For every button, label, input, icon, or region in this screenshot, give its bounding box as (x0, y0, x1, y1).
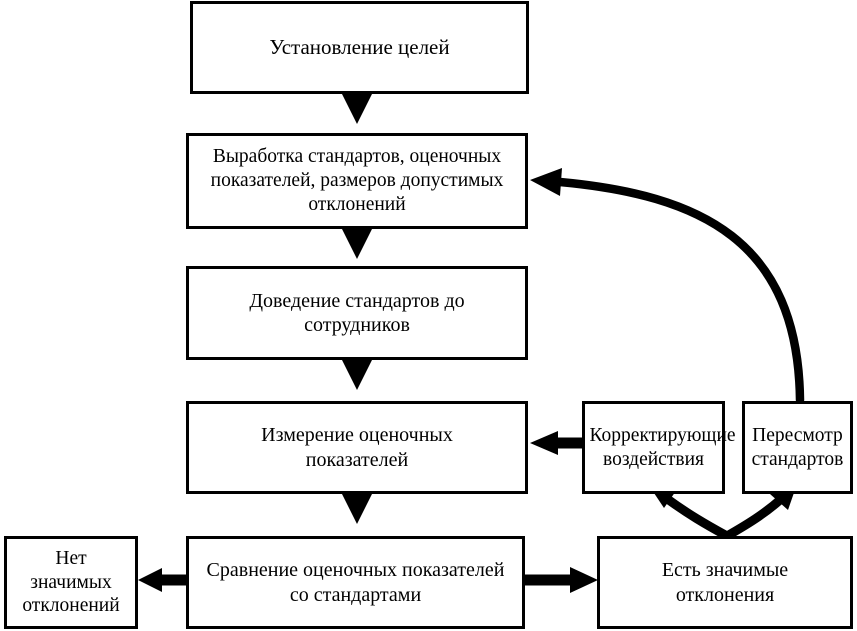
arrow-corrective-to-measure (530, 431, 582, 455)
node-compare: Сравнение оценочных показателей со станд… (186, 536, 525, 629)
arrow-compare-to-deviation (525, 567, 598, 593)
node-communicate: Доведение стандартов до сотрудников (186, 266, 528, 360)
arrow-compare-to-no-deviation (138, 568, 186, 592)
arrow-measure-to-compare (342, 494, 372, 524)
node-corrective-label: Корректирующие воздействия (589, 424, 736, 470)
arrow-standards-to-communicate (342, 229, 372, 259)
node-goals-label: Установление целей (269, 34, 450, 59)
node-goals: Установление целей (190, 1, 529, 94)
node-deviation: Есть значимые отклонения (597, 536, 853, 629)
node-no-deviation-label: Нет значимых отклонений (22, 547, 120, 617)
arrow-goals-to-standards (342, 94, 372, 124)
node-compare-label: Сравнение оценочных показателей со станд… (206, 559, 505, 606)
node-deviation-label: Есть значимые отклонения (661, 559, 789, 606)
node-no-deviation: Нет значимых отклонений (4, 536, 138, 629)
node-measure: Измерение оценочных показателей (186, 401, 528, 494)
arrow-communicate-to-measure (342, 360, 372, 390)
arrow-revision-to-standards (530, 168, 805, 405)
node-corrective: Корректирующие воздействия (582, 401, 736, 494)
node-revision-label: Пересмотр стандартов (751, 424, 844, 470)
node-standards-label: Выработка стандартов, оценочных показате… (210, 146, 504, 215)
node-measure-label: Измерение оценочных показателей (261, 424, 453, 471)
node-revision: Пересмотр стандартов (742, 401, 853, 494)
node-communicate-label: Доведение стандартов до сотрудников (249, 289, 465, 336)
node-standards: Выработка стандартов, оценочных показате… (186, 133, 528, 229)
